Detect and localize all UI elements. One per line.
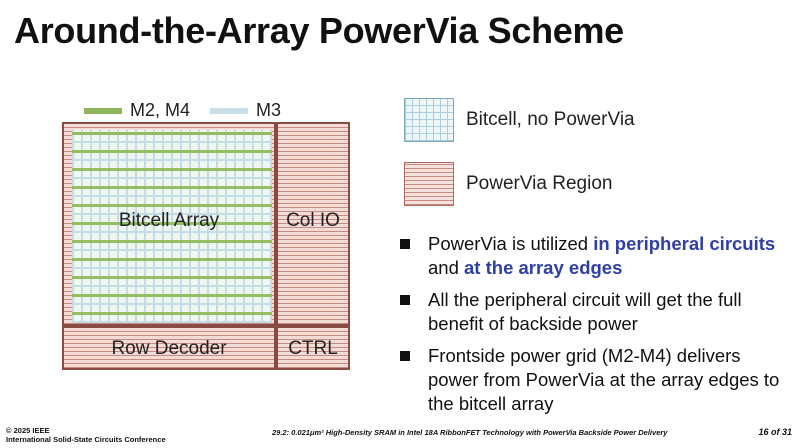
bullet-1-highlight-a: in peripheral circuits <box>593 233 776 254</box>
row-decoder-label: Row Decoder <box>111 338 227 359</box>
bullet-item: All the peripheral circuit will get the … <box>396 288 796 336</box>
bullet-1-highlight-b: at the array edges <box>464 257 623 278</box>
bullet-list: PowerVia is utilized in peripheral circu… <box>396 232 796 424</box>
col-io-region <box>276 122 350 326</box>
bullet-3-text: Frontside power grid (M2-M4) delivers po… <box>428 345 780 414</box>
bitcell-array-label: Bitcell Array <box>118 210 220 231</box>
bullet-1-text-b: and <box>428 257 465 278</box>
bullet-item: PowerVia is utilized in peripheral circu… <box>396 232 796 280</box>
bullet-square-icon <box>400 351 410 361</box>
key-powervia-label: PowerVia Region <box>466 173 613 194</box>
ctrl-label: CTRL <box>288 338 338 359</box>
ctrl-region <box>276 326 350 370</box>
legend-m2-m4-label: M2, M4 <box>130 100 191 120</box>
row-decoder-region <box>62 326 276 370</box>
footer-conference: International Solid-State Circuits Confe… <box>6 435 166 444</box>
m2-m4-grid <box>72 130 272 323</box>
legend-m2-m4: M2, M4 <box>84 100 190 121</box>
legend-m3: M3 <box>210 100 281 121</box>
array-diagram: Bitcell Array Col IO Row Decoder CTRL <box>62 122 350 370</box>
powervia-region-array-edge <box>62 122 276 326</box>
powervia-swatch <box>404 162 454 206</box>
key-bitcell: Bitcell, no PowerVia <box>404 98 635 142</box>
key-powervia: PowerVia Region <box>404 162 612 206</box>
legend-m3-label: M3 <box>256 100 282 120</box>
bullet-2-text: All the peripheral circuit will get the … <box>428 289 742 334</box>
key-bitcell-label: Bitcell, no PowerVia <box>466 109 635 130</box>
footer-left: © 2025 IEEE International Solid-State Ci… <box>6 426 166 444</box>
col-io-label: Col IO <box>286 210 340 231</box>
slide-title: Around-the-Array PowerVia Scheme <box>14 10 624 51</box>
bitcell-array-region <box>72 130 272 323</box>
bullet-square-icon <box>400 239 410 249</box>
bitcell-swatch <box>404 98 454 142</box>
footer-paper-title: 29.2: 0.021μm² High-Density SRAM in Inte… <box>272 428 668 437</box>
bullet-square-icon <box>400 295 410 305</box>
bullet-item: Frontside power grid (M2-M4) delivers po… <box>396 344 796 416</box>
bullet-1-text-a: PowerVia is utilized <box>428 233 594 254</box>
m3-swatch <box>210 107 248 114</box>
footer-page-number: 16 of 31 <box>758 427 792 437</box>
m2-m4-swatch <box>84 107 122 114</box>
footer-copyright: © 2025 IEEE <box>6 426 50 435</box>
